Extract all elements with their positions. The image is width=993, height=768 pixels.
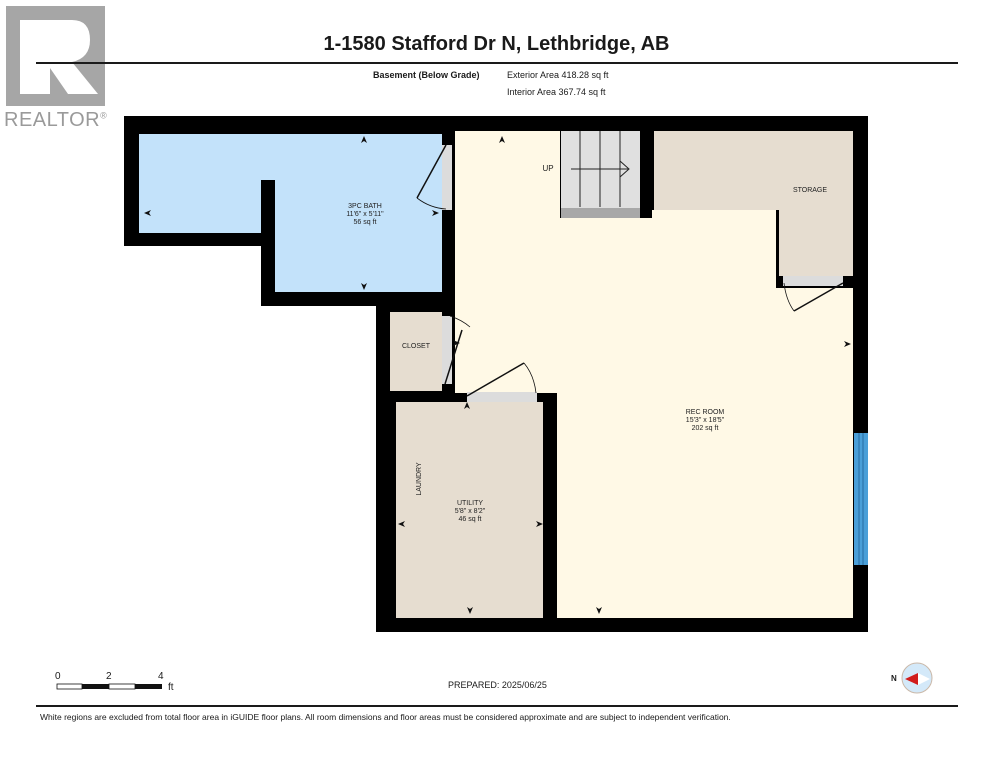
scale-tick-0: 0 <box>55 671 61 682</box>
compass-north-label: N <box>891 674 897 683</box>
scale-tick-4: 4 <box>158 671 164 682</box>
exterior-area: Exterior Area 418.28 sq ft <box>507 70 609 80</box>
window <box>854 433 868 565</box>
floor-level-label: Basement (Below Grade) <box>373 70 480 80</box>
property-address-title: 1-1580 Stafford Dr N, Lethbridge, AB <box>323 33 670 55</box>
room-rec-room <box>455 131 853 618</box>
realtor-r-icon <box>20 20 98 94</box>
realtor-wordmark: REALTOR® <box>4 109 108 131</box>
scale-unit: ft <box>168 682 174 693</box>
interior-area: Interior Area 367.74 sq ft <box>507 87 606 97</box>
compass-icon <box>901 662 933 694</box>
footer-divider <box>36 705 958 707</box>
room-storage <box>654 131 853 276</box>
room-closet <box>390 312 442 391</box>
prepared-date: PREPARED: 2025/06/25 <box>448 680 547 690</box>
room-label-closet: CLOSET <box>401 343 430 350</box>
disclaimer-text: White regions are excluded from total fl… <box>40 712 731 722</box>
room-label-laundry: LAUNDRY <box>416 462 423 496</box>
dimension-arrows <box>144 136 851 614</box>
scale-bar <box>56 683 162 690</box>
room-3pc-bath <box>139 134 442 292</box>
room-utility <box>396 402 543 618</box>
realtor-logo <box>6 6 105 106</box>
room-label-storage: STORAGE <box>792 187 828 194</box>
title-divider <box>36 62 958 64</box>
scale-tick-2: 2 <box>106 671 112 682</box>
staircase <box>561 131 640 218</box>
doors <box>416 144 844 397</box>
stairs-up-label: UP <box>542 164 554 173</box>
